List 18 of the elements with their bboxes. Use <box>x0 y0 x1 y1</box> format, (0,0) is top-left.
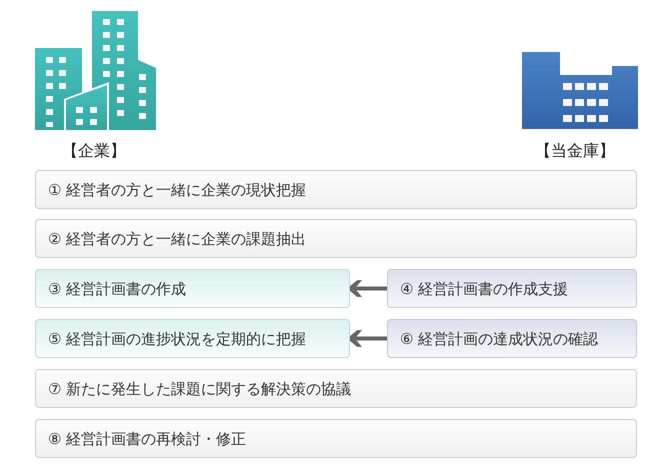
step-text: ③ 経営計画書の作成 <box>48 278 186 298</box>
step-text: ④ 経営計画書の作成支援 <box>400 278 568 298</box>
step-box <box>387 269 637 308</box>
step-box <box>387 319 637 358</box>
step-box <box>35 219 637 258</box>
step-text: ⑦ 新たに発生した課題に関する解決策の協議 <box>48 378 352 398</box>
step-box <box>35 269 350 308</box>
step-box <box>35 369 637 408</box>
step-text: ① 経営者の方と一緒に企業の現状把握 <box>48 180 306 200</box>
step-box <box>35 319 350 358</box>
column-heading: 【企業】 <box>62 141 126 161</box>
step-box <box>35 419 637 458</box>
step-text: ② 経営者の方と一緒に企業の課題抽出 <box>48 228 306 248</box>
step-text: ⑥ 経営計画の達成状況の確認 <box>400 328 598 348</box>
step-text: ⑤ 経営計画の進捗状況を定期的に把握 <box>48 328 306 348</box>
column-heading: 【当金庫】 <box>535 141 615 161</box>
step-box <box>35 170 637 209</box>
step-text: ⑧ 経営計画書の再検討・修正 <box>48 428 246 448</box>
